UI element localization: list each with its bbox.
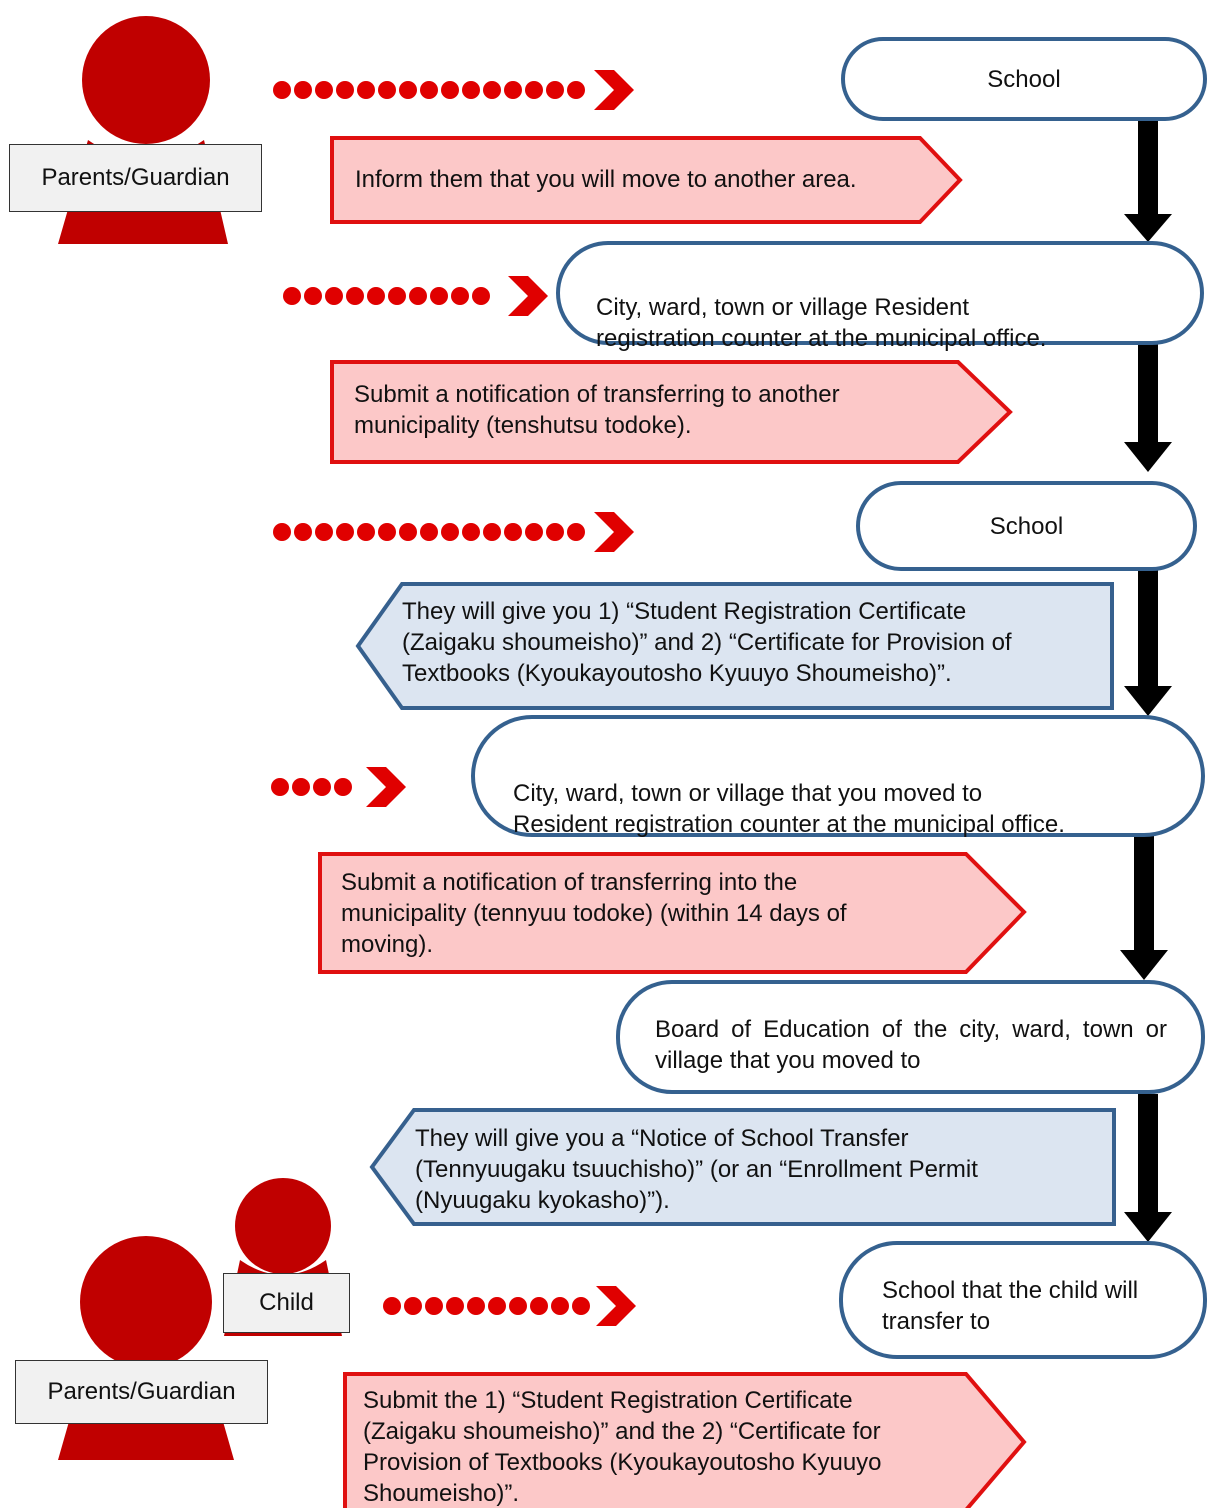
flow-arrow-3 xyxy=(1124,570,1172,716)
office-municipal-2-label: City, ward, town or village that you mov… xyxy=(513,780,1065,838)
action-callout-3-text: They will give you 1) “Student Registrat… xyxy=(402,598,1012,687)
office-school-2-label: School xyxy=(989,512,1064,540)
guardian-figure-bottom xyxy=(58,1236,234,1460)
office-municipal-2: City, ward, town or village that you mov… xyxy=(471,715,1205,838)
action-callout-2-shape xyxy=(330,360,1013,464)
office-municipal-1: City, ward, town or village Resident reg… xyxy=(556,241,1204,352)
office-board-of-education: Board of Education of the city, ward, to… xyxy=(616,980,1205,1094)
action-callout-6-shape xyxy=(343,1372,1027,1508)
flow-arrow-1 xyxy=(1124,120,1172,242)
dotted-arrow-3 xyxy=(273,512,634,552)
action-callout-1-text: Inform them that you will move to anothe… xyxy=(355,166,857,193)
office-school-1-label: School xyxy=(987,65,1061,93)
office-school-1: School xyxy=(841,37,1207,121)
action-callout-5-shape xyxy=(369,1108,1116,1226)
office-new-school: School that the child will transfer to xyxy=(839,1241,1207,1359)
office-new-school-label: School that the child will transfer to xyxy=(882,1277,1139,1335)
guardian-label-bottom: Parents/Guardian xyxy=(15,1360,268,1424)
office-board-of-education-label: Board of Education of the city, ward, to… xyxy=(655,1016,1167,1074)
flow-arrow-5 xyxy=(1124,1094,1172,1242)
action-callout-4-text: Submit a notification of transferring in… xyxy=(341,869,847,958)
flow-arrow-2 xyxy=(1124,344,1172,472)
guardian-label-top: Parents/Guardian xyxy=(9,144,262,212)
dotted-arrow-4 xyxy=(271,767,406,807)
action-callout-4-shape xyxy=(318,852,1027,974)
action-callout-1-shape xyxy=(330,136,963,224)
action-callout-6-text: Submit the 1) “Student Registration Cert… xyxy=(363,1387,882,1507)
action-callout-2-text: Submit a notification of transferring to… xyxy=(354,381,840,439)
office-school-2: School xyxy=(856,481,1197,571)
action-callout-5-text: They will give you a “Notice of School T… xyxy=(415,1125,978,1214)
office-municipal-1-label: City, ward, town or village Resident reg… xyxy=(596,294,1047,352)
dotted-arrow-1 xyxy=(273,70,634,110)
child-label: Child xyxy=(223,1273,350,1333)
action-callout-3-shape xyxy=(355,582,1114,710)
dotted-arrow-2 xyxy=(283,276,548,316)
flow-arrow-4 xyxy=(1120,836,1168,980)
dotted-arrow-5 xyxy=(383,1286,636,1326)
